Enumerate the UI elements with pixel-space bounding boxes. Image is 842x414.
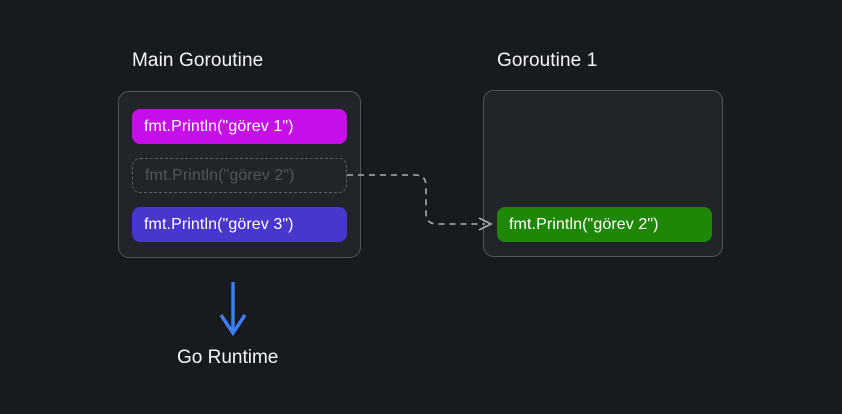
- goroutine1-title: Goroutine 1: [497, 50, 598, 71]
- code-block-gorev-2-ghost: fmt.Println("görev 2"): [132, 158, 347, 193]
- arrow-down-icon: [219, 282, 247, 337]
- code-block-gorev-1: fmt.Println("görev 1"): [132, 109, 347, 144]
- code-block-gorev-3: fmt.Println("görev 3"): [132, 207, 347, 242]
- dashed-arrow-right-icon: [347, 174, 493, 231]
- go-runtime-label: Go Runtime: [177, 347, 279, 368]
- main-goroutine-title: Main Goroutine: [132, 50, 264, 71]
- code-block-gorev-2-goroutine1: fmt.Println("görev 2"): [497, 207, 712, 242]
